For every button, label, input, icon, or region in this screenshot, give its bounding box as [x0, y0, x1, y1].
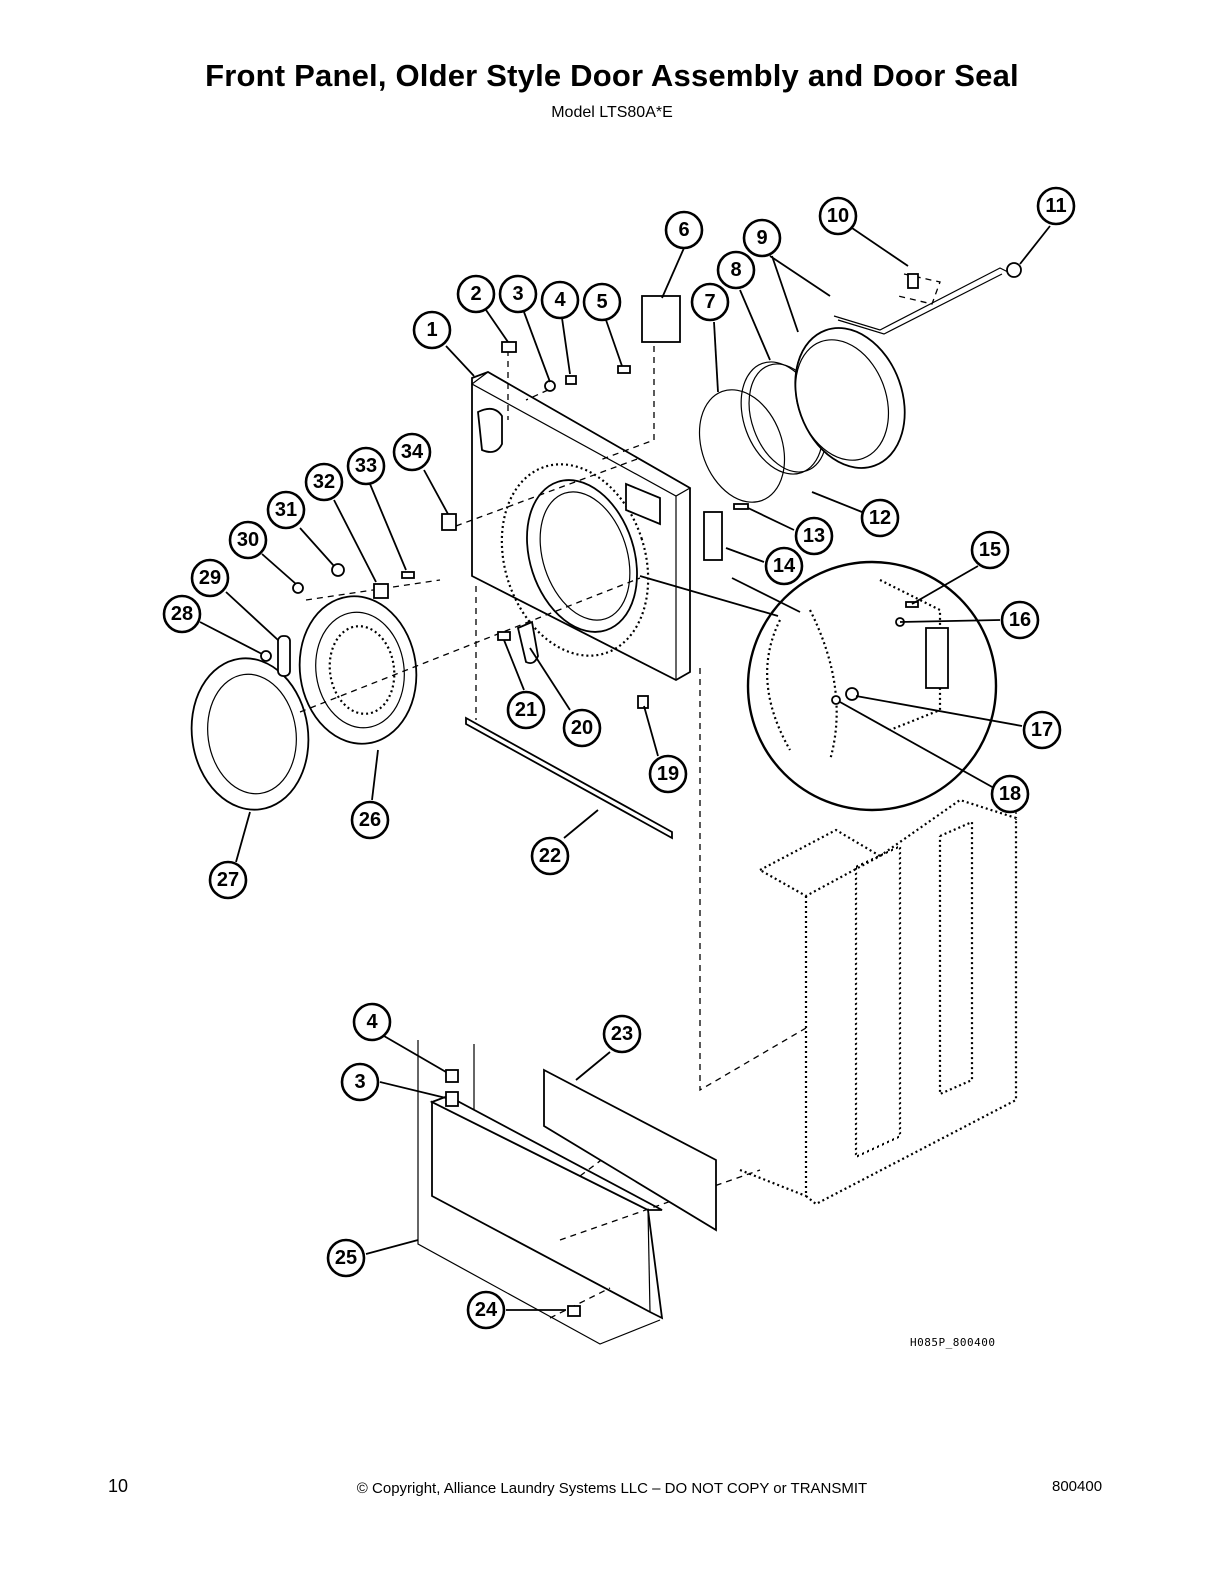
svg-text:6: 6 [678, 219, 689, 241]
svg-text:22: 22 [539, 845, 561, 867]
svg-text:15: 15 [979, 539, 1001, 561]
svg-text:2: 2 [470, 283, 481, 305]
callout-30: 30 [228, 520, 268, 560]
callout-8: 8 [716, 250, 756, 290]
svg-text:19: 19 [657, 763, 679, 785]
callout-4: 4 [540, 280, 580, 320]
callout-14: 14 [764, 546, 804, 586]
callout-34: 34 [392, 432, 432, 472]
svg-text:7: 7 [704, 291, 715, 313]
document-number: 800400 [1052, 1478, 1103, 1495]
callout-29: 29 [190, 558, 230, 598]
leader-lines [199, 225, 1051, 1311]
svg-text:12: 12 [869, 507, 891, 529]
svg-text:9: 9 [756, 227, 767, 249]
callout-1: 1 [412, 310, 452, 350]
callout-20: 20 [562, 708, 602, 748]
svg-text:3: 3 [512, 283, 523, 305]
svg-text:20: 20 [571, 717, 593, 739]
page-title: Front Panel, Older Style Door Assembly a… [205, 58, 1019, 93]
callout-32: 32 [304, 462, 344, 502]
svg-text:3: 3 [354, 1071, 365, 1093]
svg-text:24: 24 [475, 1299, 498, 1321]
copyright-notice: © Copyright, Alliance Laundry Systems LL… [356, 1480, 868, 1497]
svg-text:30: 30 [237, 529, 259, 551]
svg-text:21: 21 [515, 699, 537, 721]
callout-4-lower: 4 [352, 1002, 392, 1042]
svg-text:23: 23 [611, 1023, 633, 1045]
callout-13: 13 [794, 516, 834, 556]
svg-text:8: 8 [730, 259, 741, 281]
kick-panel-drawing [417, 1040, 664, 1345]
svg-text:16: 16 [1009, 609, 1031, 631]
callout-28: 28 [162, 594, 202, 634]
callout-21: 21 [506, 690, 546, 730]
svg-text:11: 11 [1045, 195, 1066, 217]
callout-18: 18 [990, 774, 1030, 814]
svg-text:14: 14 [773, 555, 796, 577]
svg-text:4: 4 [554, 289, 566, 311]
callout-19: 19 [648, 754, 688, 794]
svg-text:25: 25 [335, 1247, 357, 1269]
callout-11: 11 [1036, 186, 1076, 226]
svg-text:28: 28 [171, 603, 193, 625]
svg-text:17: 17 [1031, 719, 1053, 741]
callout-26: 26 [350, 800, 390, 840]
svg-text:29: 29 [199, 567, 221, 589]
detail-view-circle [639, 560, 998, 812]
callout-5: 5 [582, 282, 622, 322]
page-number: 10 [108, 1476, 129, 1496]
svg-text:33: 33 [355, 455, 377, 477]
cabinet-outline [739, 798, 1018, 1206]
svg-text:5: 5 [596, 291, 607, 313]
callout-9: 9 [742, 218, 782, 258]
callout-27: 27 [208, 860, 248, 900]
small-hardware [260, 262, 1022, 1317]
callout-17: 17 [1022, 710, 1062, 750]
svg-text:4: 4 [366, 1011, 378, 1033]
callout-3-lower: 3 [340, 1062, 380, 1102]
svg-text:27: 27 [217, 869, 239, 891]
svg-text:13: 13 [803, 525, 825, 547]
callout-24: 24 [466, 1290, 506, 1330]
svg-text:31: 31 [275, 499, 297, 521]
callout-23: 23 [602, 1014, 642, 1054]
callout-33: 33 [346, 446, 386, 486]
svg-text:32: 32 [313, 471, 335, 493]
callout-10: 10 [818, 196, 858, 236]
callout-31: 31 [266, 490, 306, 530]
callout-15: 15 [970, 530, 1010, 570]
callout-2: 2 [456, 274, 496, 314]
callout-16: 16 [1000, 600, 1040, 640]
callout-7: 7 [690, 282, 730, 322]
svg-text:1: 1 [426, 319, 437, 341]
svg-text:18: 18 [999, 783, 1021, 805]
svg-text:10: 10 [827, 205, 849, 227]
callout-22: 22 [530, 836, 570, 876]
svg-text:34: 34 [401, 441, 424, 463]
door-seal-drawing [698, 267, 1009, 503]
callout-25: 25 [326, 1238, 366, 1278]
drawing-code: H085P_800400 [910, 1336, 996, 1349]
model-subtitle: Model LTS80A*E [551, 104, 673, 121]
front-panel-drawing [470, 371, 692, 682]
callout-6: 6 [664, 210, 704, 250]
callout-12: 12 [860, 498, 900, 538]
door-assembly-drawing [190, 595, 418, 811]
callout-3: 3 [498, 274, 538, 314]
svg-text:26: 26 [359, 809, 381, 831]
